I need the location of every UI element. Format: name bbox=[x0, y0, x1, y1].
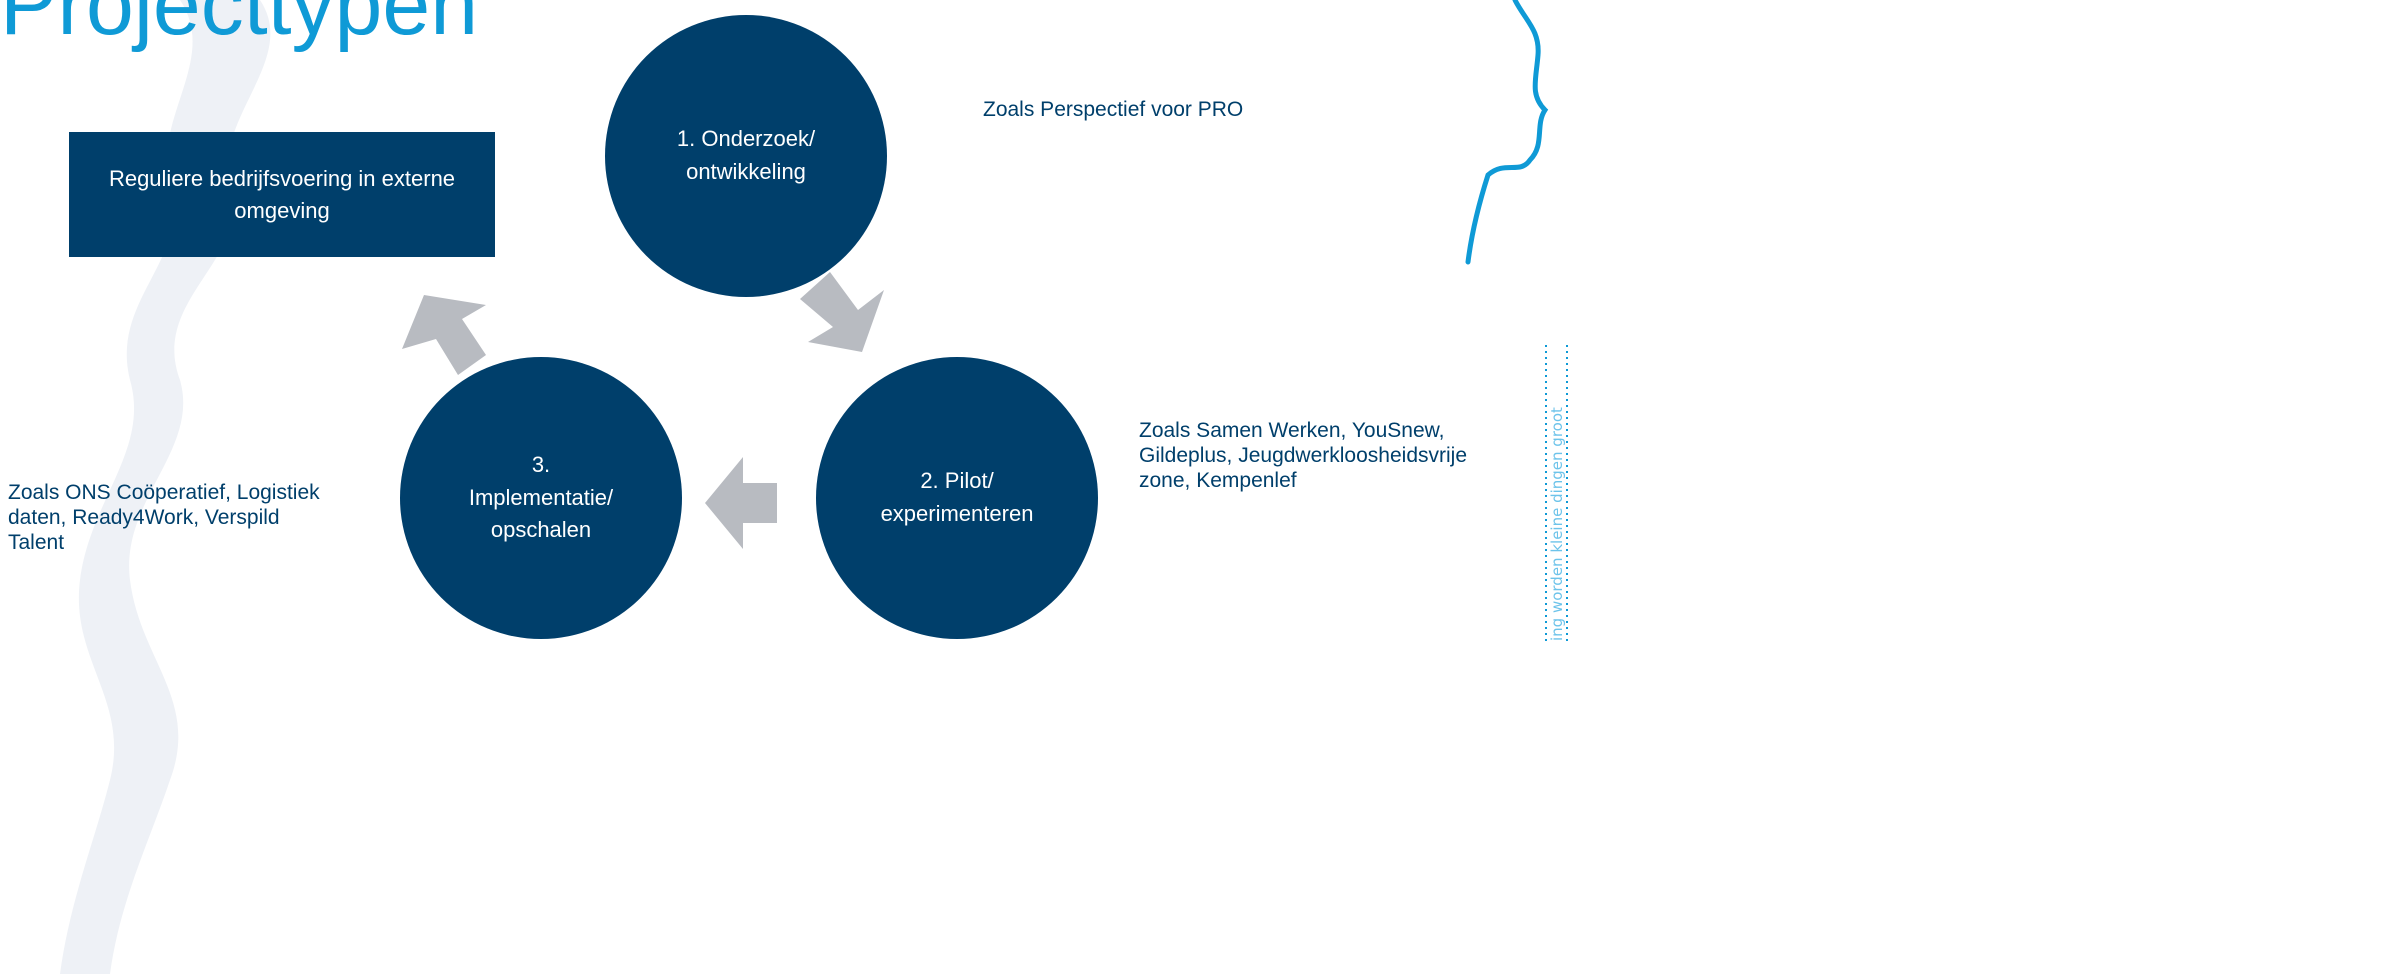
external-operations-box: Reguliere bedrijfsvoering in externe omg… bbox=[69, 132, 495, 257]
stage-label-line0: 3. bbox=[531, 452, 551, 478]
stage-label-line2: ontwikkeling bbox=[686, 159, 806, 184]
stage-label-line1: 2. Pilot/ bbox=[920, 468, 994, 494]
tagline-text: ing worden kleine dingen groot bbox=[1548, 407, 1566, 641]
stage2-examples: Zoals Samen Werken, YouSnew, Gildeplus, … bbox=[1139, 419, 1467, 493]
arrow-down-right-icon bbox=[800, 272, 884, 352]
arrow-left-icon bbox=[705, 457, 777, 549]
external-box-line1: Reguliere bedrijfsvoering in externe bbox=[108, 165, 456, 191]
stage-label-line2: experimenteren bbox=[880, 501, 1034, 526]
stage3-examples-line2: daten, Ready4Work, Verspild bbox=[8, 505, 280, 529]
stage3-examples-line3: Talent bbox=[8, 530, 65, 554]
stage1-examples: Zoals Perspectief voor PRO bbox=[983, 98, 1244, 121]
profile-line-icon bbox=[1465, 0, 1549, 265]
stage-circle-research: 1. Onderzoek/ ontwikkeling bbox=[605, 15, 887, 297]
stage-label-line2: opschalen bbox=[490, 517, 592, 543]
arrow-up-right-icon bbox=[402, 295, 486, 375]
stage-circle-implementation: 3. Implementatie/ opschalen bbox=[400, 357, 682, 639]
stage-label-line1: Implementatie/ bbox=[468, 484, 614, 510]
stage-circle-pilot: 2. Pilot/ experimenteren bbox=[816, 357, 1098, 639]
stage-label-line1: 1. Onderzoek/ bbox=[676, 126, 816, 152]
stage2-examples-line1: Zoals Samen Werken, YouSnew, bbox=[1139, 419, 1445, 442]
stage2-examples-line2: Gildeplus, Jeugdwerkloosheidsvrije bbox=[1139, 443, 1468, 467]
external-box-line2: omgeving bbox=[234, 197, 330, 223]
vertical-tagline: ing worden kleine dingen groot bbox=[1545, 345, 1568, 645]
page-title: Projecttypen bbox=[0, 0, 479, 53]
stage2-examples-line3: zone, Kempenlef bbox=[1139, 468, 1297, 492]
stage3-examples: Zoals ONS Coöperatief, Logistiek daten, … bbox=[8, 481, 320, 555]
stage3-examples-line1: Zoals ONS Coöperatief, Logistiek bbox=[8, 481, 320, 504]
